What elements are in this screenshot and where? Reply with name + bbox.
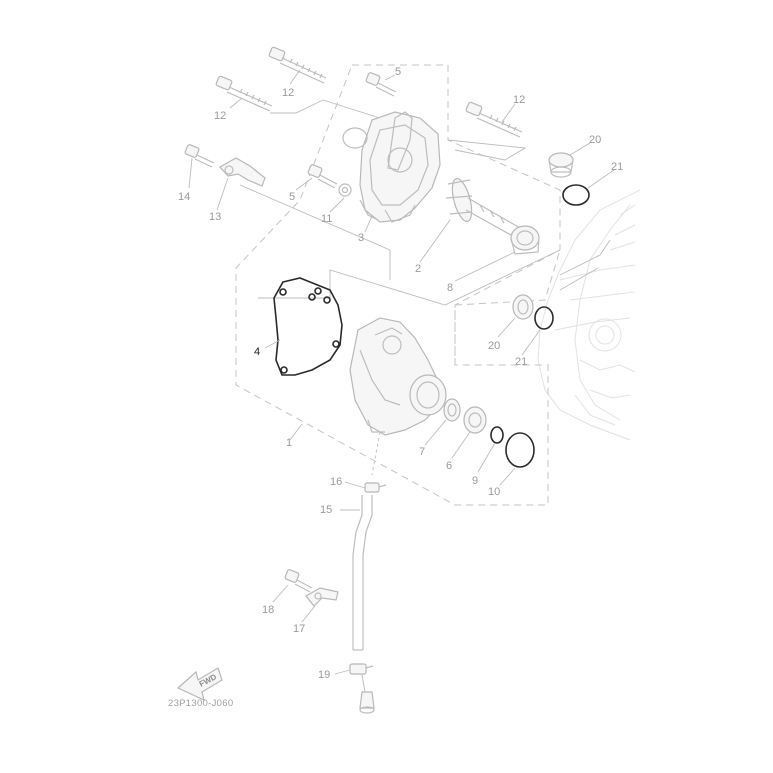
callout-14: 14 bbox=[178, 191, 190, 203]
pump-cover-3 bbox=[342, 111, 441, 223]
bolt-14 bbox=[184, 144, 215, 168]
callout-6: 6 bbox=[446, 460, 452, 472]
callout-1: 1 bbox=[286, 437, 292, 449]
fwd-arrow-icon: FWD bbox=[176, 667, 223, 702]
callout-21-upper: 21 bbox=[611, 161, 623, 173]
bracket-17 bbox=[305, 587, 339, 607]
callout-7: 7 bbox=[419, 446, 425, 458]
fitting-bottom bbox=[359, 691, 375, 714]
callout-9: 9 bbox=[472, 475, 478, 487]
bracket-13 bbox=[219, 157, 266, 187]
bolt-5-top bbox=[365, 72, 397, 97]
clamp-19 bbox=[349, 663, 374, 675]
seal-7 bbox=[443, 398, 461, 422]
circlip-9 bbox=[490, 426, 504, 444]
callout-12-top: 12 bbox=[282, 87, 294, 99]
callout-15: 15 bbox=[320, 504, 332, 516]
collar-20-upper bbox=[548, 152, 574, 178]
gasket-4 bbox=[273, 277, 343, 376]
callout-20-lower: 20 bbox=[488, 340, 500, 352]
callout-13: 13 bbox=[209, 211, 221, 223]
leader-lines bbox=[188, 69, 615, 693]
callout-12-right: 12 bbox=[513, 94, 525, 106]
catalog-code: 23P1300-J060 bbox=[168, 698, 233, 709]
bolt-12-right bbox=[465, 101, 523, 138]
pump-housing-1 bbox=[349, 317, 447, 436]
o-ring-21-upper bbox=[562, 184, 590, 206]
bearing-6 bbox=[463, 406, 487, 434]
callout-18: 18 bbox=[262, 604, 274, 616]
assembly-boundary-lines bbox=[235, 64, 561, 506]
callout-20-upper: 20 bbox=[589, 134, 601, 146]
o-ring-10 bbox=[505, 432, 535, 468]
callout-2: 2 bbox=[415, 263, 421, 275]
callout-17: 17 bbox=[293, 623, 305, 635]
bolt-12-left bbox=[215, 75, 273, 112]
group-bracket-lines bbox=[239, 99, 611, 306]
callout-11: 11 bbox=[321, 213, 332, 225]
callout-12-left: 12 bbox=[214, 110, 226, 122]
collar-20-lower bbox=[512, 294, 534, 320]
callout-8: 8 bbox=[447, 282, 453, 294]
callout-10: 10 bbox=[488, 486, 500, 498]
callout-21-lower: 21 bbox=[515, 356, 527, 368]
callout-5-top: 5 bbox=[395, 66, 401, 78]
callout-3: 3 bbox=[358, 232, 364, 244]
bolt-12-top bbox=[268, 46, 327, 84]
clamp-16 bbox=[364, 482, 387, 493]
bolt-18 bbox=[284, 569, 313, 593]
callout-5-middle: 5 bbox=[289, 191, 295, 203]
bolt-5-middle bbox=[307, 164, 338, 189]
callout-16: 16 bbox=[330, 476, 342, 488]
washer-11 bbox=[338, 183, 352, 197]
engine-case-ghost bbox=[537, 189, 641, 441]
o-ring-21-lower bbox=[534, 306, 554, 330]
callout-labels: 1 2 3 4 5 5 6 7 8 9 10 11 12 12 12 13 14… bbox=[178, 66, 623, 681]
callout-4: 4 bbox=[254, 346, 260, 358]
impeller-shaft-2 bbox=[445, 178, 521, 242]
hose-15 bbox=[352, 495, 373, 651]
seal-8 bbox=[510, 225, 540, 255]
callout-19: 19 bbox=[318, 669, 330, 681]
